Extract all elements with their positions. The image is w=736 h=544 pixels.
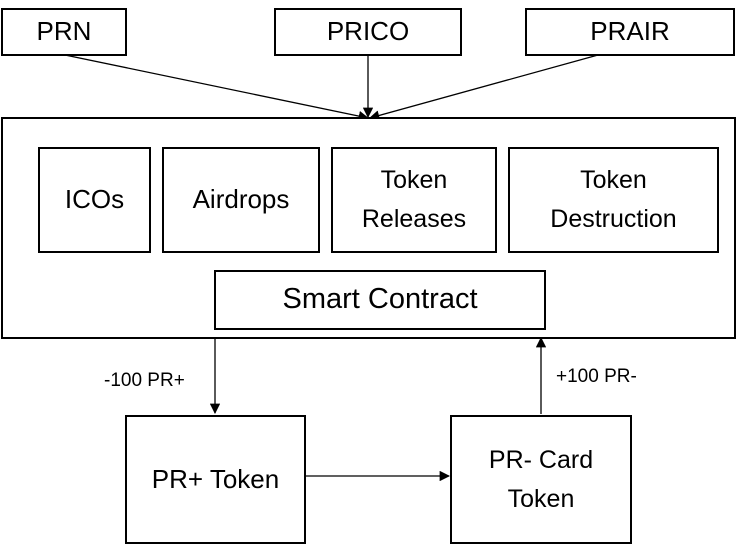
module-token-destruction-line2: Destruction [550,205,677,233]
module-token-destruction-line1: Token [580,166,647,195]
source-prn-label: PRN [36,16,92,47]
module-icos-box: ICOs [38,147,151,253]
module-icos-label: ICOs [64,184,125,215]
module-token-releases-line2: Releases [361,205,467,233]
source-prair-box: PRAIR [525,8,735,56]
module-token-destruction-box: Token Destruction [508,147,719,253]
module-airdrops-box: Airdrops [162,147,320,253]
flow-in-label: +100 PR- [556,366,637,387]
pr-plus-token-label: PR+ Token [151,463,280,494]
pr-minus-token-line1: PR- Card [488,445,594,474]
arrow-prair-to-contract [368,54,599,121]
smart-contract-label: Smart Contract [282,283,478,316]
smart-contract-box: Smart Contract [214,270,546,330]
arrow-prn-to-contract [64,54,370,122]
module-airdrops-label: Airdrops [192,184,290,215]
flow-out-label: -100 PR+ [104,370,185,391]
source-prico-box: PRICO [274,8,462,56]
source-prico-label: PRICO [326,16,410,47]
source-prair-label: PRAIR [590,16,670,47]
module-token-releases-line1: Token [380,166,448,195]
source-prn-box: PRN [1,8,127,56]
pr-plus-token-box: PR+ Token [125,415,306,544]
pr-minus-card-token-box: PR- Card Token [450,415,632,544]
module-token-releases-box: Token Releases [331,147,497,253]
pr-minus-token-line2: Token [507,484,575,513]
